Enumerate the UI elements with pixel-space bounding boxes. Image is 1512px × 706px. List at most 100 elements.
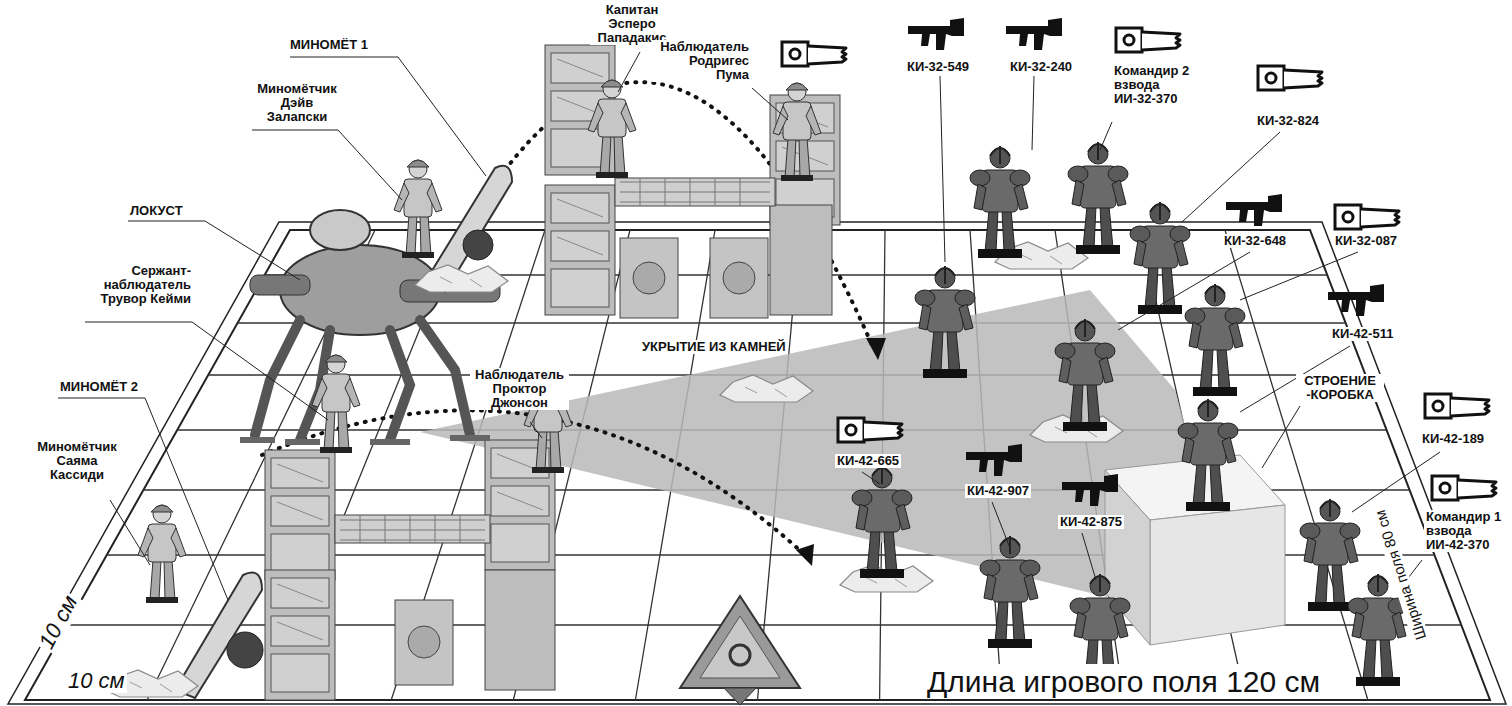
weapon-icons [838, 418, 902, 442]
board-frame [8, 222, 1506, 704]
ki-figures [852, 466, 912, 578]
unit-label: КИ-42-875 [1058, 515, 1124, 529]
front-structure [265, 440, 555, 700]
weapon-icons [1425, 394, 1489, 418]
guard-figures [312, 355, 360, 453]
leader-lines [1240, 252, 1358, 300]
weapon-icons [1226, 194, 1282, 226]
leader-lines [1032, 76, 1034, 150]
weapon-icons [1328, 284, 1384, 316]
weapon-icons [966, 444, 1022, 476]
leader-lines [940, 76, 945, 262]
ki-figures [1185, 284, 1245, 396]
unit-label: КИ-42-907 [965, 484, 1031, 498]
center-logo [724, 688, 756, 705]
mortars [227, 632, 263, 668]
unit-label: КИ-42-511 [1330, 327, 1395, 341]
guard-figures [588, 80, 636, 178]
ki-figures [1178, 399, 1238, 511]
part-label: ЛОКУСТ [128, 204, 185, 218]
figure-label: Капитан Эсперо Пападакис [590, 3, 674, 45]
leader-lines [110, 500, 150, 565]
ki-figures [915, 266, 975, 378]
front-structure [265, 450, 335, 580]
leader-lines [1118, 252, 1250, 330]
board-frame [25, 230, 1490, 700]
part-label: МИНОМЁТ 2 [58, 380, 140, 394]
terrain-label: УКРЫТИЕ ИЗ КАМНЕЙ [640, 340, 788, 354]
unit-label: КИ-32-240 [1008, 60, 1074, 74]
box-building [1150, 505, 1285, 645]
unit-label: Командир 1 взвода ИИ-42-370 [1424, 510, 1504, 552]
part-label: МИНОМЁТ 1 [288, 38, 370, 52]
guard-figures [138, 80, 821, 603]
back-structure [723, 262, 755, 294]
mortars [463, 230, 493, 260]
unit-label: КИ-42-665 [835, 454, 901, 468]
front-structure [340, 515, 485, 543]
unit-label: КИ-32-824 [1255, 114, 1321, 128]
locust-mech [250, 275, 310, 295]
unit-label: КИ-32-549 [905, 60, 971, 74]
ki-figures [970, 146, 1030, 258]
leader-lines [530, 422, 542, 438]
ki-figures [1055, 319, 1115, 431]
ki-figures [980, 536, 1040, 648]
leader-lines [1262, 406, 1300, 468]
leader-lines [752, 88, 788, 120]
front-structure [485, 570, 555, 690]
weapon-icons [1062, 474, 1118, 506]
leader-lines [252, 130, 402, 200]
weapon-icons [782, 42, 846, 66]
leader-lines [1100, 122, 1112, 150]
arrow-heads [796, 544, 814, 566]
leader-lines [1182, 132, 1280, 222]
back-structure [633, 262, 665, 294]
ki-figures [1300, 499, 1360, 611]
board-frame [8, 222, 1506, 704]
weapon-icons [1258, 66, 1322, 90]
leader-lines [58, 398, 228, 600]
unit-label: КИ-32-087 [1333, 234, 1399, 248]
front-structure [335, 515, 490, 543]
terrain-label: СТРОЕНИЕ -КОРОБКА [1296, 374, 1384, 402]
center-logo [680, 596, 800, 705]
rock-bases [720, 375, 813, 402]
unit-label: Командир 2 взвода ИИ-32-370 [1112, 64, 1192, 106]
locust-mech [310, 210, 370, 250]
dimension-label: Длина игрового поля 120 см [925, 664, 1322, 699]
locust-mech [240, 438, 490, 442]
guard-figures [394, 160, 442, 258]
leader-lines [1082, 533, 1096, 580]
weapon-icons [1335, 205, 1399, 229]
weapon-icons [1116, 28, 1180, 52]
locust-mech [255, 320, 470, 440]
unit-label: КИ-42-189 [1420, 432, 1486, 446]
figure-label: Миномётчик Саяма Кассиди [30, 440, 124, 482]
back-structure [770, 205, 832, 315]
guard-figures [773, 83, 821, 181]
back-structure [620, 178, 770, 206]
ki-figures [1068, 142, 1128, 254]
back-structure [545, 45, 840, 318]
dimension-label: 10 см [66, 668, 127, 693]
mortars [175, 166, 512, 698]
board-grid [67, 230, 1461, 700]
figure-label: Наблюдатель Родригес Пума [652, 40, 751, 82]
back-structure [710, 238, 768, 318]
rock-bases [105, 242, 1243, 697]
leader-lines [58, 52, 1440, 600]
front-structure [265, 570, 335, 700]
back-structure [620, 238, 678, 318]
center-logo [700, 616, 780, 678]
leader-lines [1352, 452, 1440, 512]
leader-lines [992, 502, 1010, 548]
figure-label: Наблюдатель Проктор Джонсон [470, 368, 569, 410]
ki-figures [1130, 202, 1190, 314]
weapon-icons [1432, 476, 1496, 500]
center-logo [680, 596, 800, 688]
leader-lines [618, 52, 640, 92]
front-structure [408, 626, 440, 658]
leader-lines [862, 472, 880, 484]
